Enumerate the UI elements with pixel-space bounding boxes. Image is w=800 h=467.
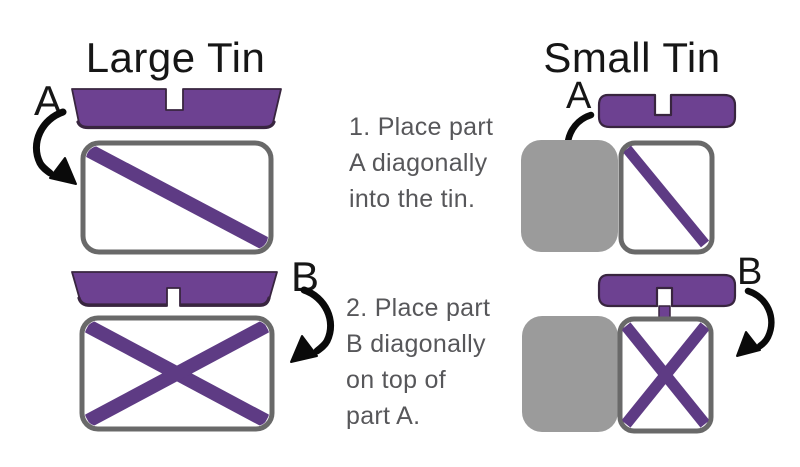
label-b-small: B — [737, 251, 763, 293]
step-2-line-4: part A. — [346, 402, 421, 430]
small-tin-step2 — [617, 316, 714, 434]
step-1-line-3: into the tin. — [349, 185, 476, 213]
step-1-line-2: A diagonally — [349, 149, 488, 177]
x-strip-2-small — [622, 322, 709, 428]
label-a-small: A — [566, 75, 592, 117]
small-tin-step1 — [618, 140, 715, 255]
step-1-text: 1. Place part A diagonally into the tin. — [349, 109, 493, 217]
step-2-text: 2. Place part B diagonally on top of par… — [346, 290, 490, 434]
curved-arrow-b-large-icon — [290, 286, 335, 363]
large-tin-step1 — [80, 140, 274, 255]
large-tin-step2 — [79, 315, 275, 432]
small-tin-title: Small Tin — [543, 34, 721, 81]
gray-square-step2 — [522, 316, 618, 432]
step-2-line-1: 2. Place part — [346, 294, 491, 322]
gray-square-step1 — [521, 140, 618, 252]
large-tin-title: Large Tin — [85, 34, 266, 81]
step-2-line-2: B diagonally — [346, 330, 486, 358]
step-1-line-1: 1. Place part — [349, 113, 494, 141]
part-a-small-shape — [597, 93, 737, 129]
x-strip-2-large — [85, 321, 269, 426]
part-a-large-shape — [71, 88, 282, 130]
step-2-line-3: on top of — [346, 366, 447, 394]
diagonal-strip-a-small — [623, 145, 710, 248]
diagonal-strip-a-large — [86, 146, 268, 249]
curved-arrow-a-large-icon — [32, 108, 77, 185]
part-b-large-shape — [71, 271, 278, 307]
curved-arrow-b-small-icon — [736, 287, 775, 357]
